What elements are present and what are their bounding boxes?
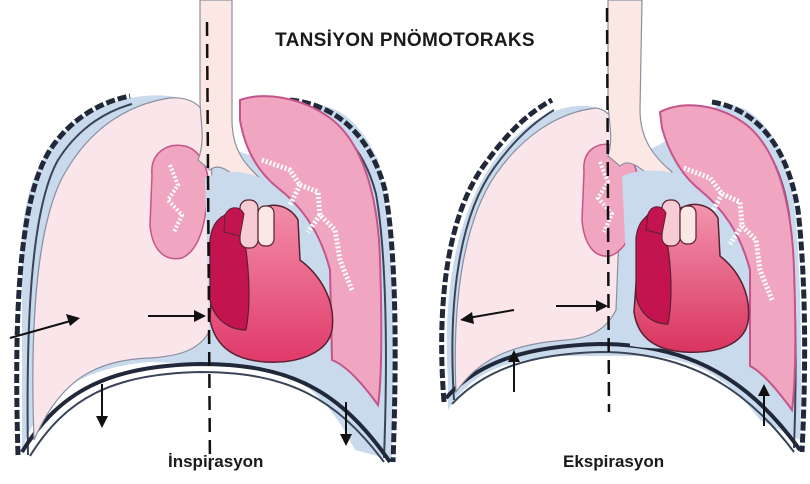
- figure-title: TANSİYON PNÖMOTORAKS: [0, 30, 810, 52]
- expiration-panel: [442, 0, 805, 452]
- inspiration-label: İnspirasyon: [168, 452, 263, 472]
- inspiration-panel: [10, 0, 395, 470]
- diaphragm-down-arrow-left: [96, 384, 108, 428]
- expiration-label: Ekspirasyon: [563, 452, 664, 472]
